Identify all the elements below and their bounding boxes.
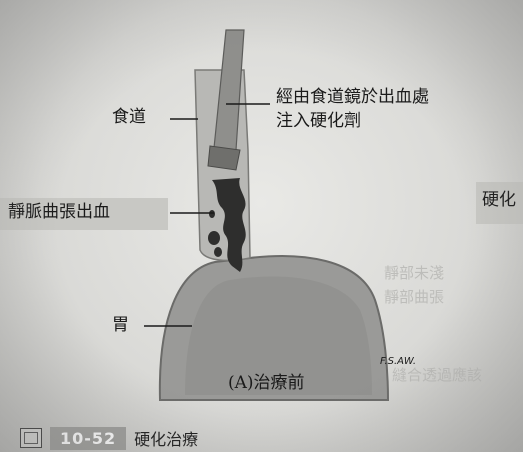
artist-signature: F.S.AW. xyxy=(380,356,417,367)
label-esophagus: 食道 xyxy=(112,107,146,127)
blood-drop xyxy=(208,231,220,245)
blood-drop xyxy=(214,247,222,257)
panel-title: (A)治療前 xyxy=(228,373,305,393)
label-stomach: 胃 xyxy=(112,315,129,335)
label-injection-line1: 經由食道鏡於出血處 xyxy=(276,87,429,107)
label-varices-bleeding: 靜脈曲張出血 xyxy=(8,202,110,222)
label-injection-line2: 注入硬化劑 xyxy=(276,111,361,131)
label-right-edge: 硬化 xyxy=(482,190,516,210)
label-varices-background xyxy=(0,198,168,230)
bleed-through-text: 靜部未淺 xyxy=(384,264,445,282)
blood-drop xyxy=(209,210,215,218)
figure-caption: 10-52 硬化治療 xyxy=(20,426,198,450)
endoscope-tip xyxy=(207,145,241,171)
stomach-highlight xyxy=(185,276,372,395)
figure-number: 10-52 xyxy=(50,426,127,450)
bleeding-varices xyxy=(212,178,246,272)
figure-title: 硬化治療 xyxy=(134,430,199,449)
bleed-through-text: 縫合透過應該 xyxy=(392,366,483,384)
label-right-background xyxy=(476,182,523,224)
bleed-through-text: 靜部曲張 xyxy=(384,288,445,306)
figure-icon xyxy=(20,428,42,448)
